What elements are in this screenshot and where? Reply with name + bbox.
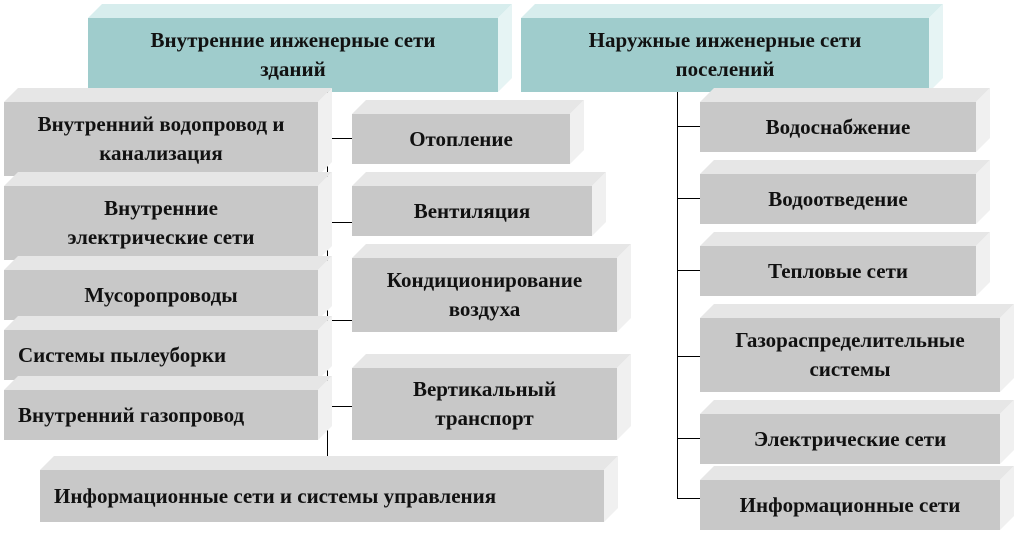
box-information-networks: Информационные сети: [700, 480, 1000, 530]
box-water-supply-label: Водоснабжение: [765, 114, 911, 139]
connector-gas: [677, 356, 700, 357]
box-electric-networks: Электрические сети: [700, 414, 1000, 464]
connector-electric: [677, 438, 700, 439]
box-dust-removal-label: Системы пылеуборки: [18, 342, 227, 367]
box-information-control-label: Информационные сети и системы управления: [54, 483, 497, 508]
box-ventilation-label: Вентиляция: [413, 198, 531, 223]
connector-heating: [327, 138, 352, 139]
connector-conditioning: [327, 320, 352, 321]
box-gas-distribution: Газораспределительные системы: [700, 318, 1000, 392]
connector-drainage: [677, 198, 700, 199]
box-information-control: Информационные сети и системы управления: [40, 470, 604, 522]
box-drainage: Водоотведение: [700, 174, 976, 224]
connector-heat: [677, 270, 700, 271]
connector-transport: [327, 406, 352, 407]
box-heat-networks-label: Тепловые сети: [767, 258, 908, 283]
box-vertical-transport-label: Вертикальный транспорт: [412, 377, 557, 430]
box-electric-networks-label: Электрические сети: [753, 426, 947, 451]
box-information-networks-label: Информационные сети: [739, 492, 961, 517]
box-garbage-chutes: Мусоропроводы: [4, 270, 318, 320]
box-heating: Отопление: [352, 114, 570, 164]
box-internal-gas-label: Внутренний газопровод: [18, 402, 245, 427]
box-dust-removal: Системы пылеуборки: [4, 330, 318, 380]
box-heating-label: Отопление: [409, 126, 513, 151]
box-internal-electric: Внутренние электрические сети: [4, 186, 318, 260]
connector-ventilation: [327, 222, 352, 223]
box-gas-distribution-label: Газораспределительные системы: [735, 328, 965, 381]
box-air-conditioning-label: Кондиционирование воздуха: [386, 268, 583, 321]
connector-water-supply: [677, 126, 700, 127]
box-ventilation: Вентиляция: [352, 186, 592, 236]
internal-networks-header-label: Внутренние инженерные сети зданий: [150, 28, 436, 81]
box-internal-gas: Внутренний газопровод: [4, 390, 318, 440]
box-drainage-label: Водоотведение: [768, 186, 908, 211]
box-vertical-transport: Вертикальный транспорт: [352, 368, 617, 440]
external-networks-header-label: Наружные инженерные сети поселений: [588, 28, 862, 81]
box-water-supply: Водоснабжение: [700, 102, 976, 152]
connector-info: [677, 498, 700, 499]
box-air-conditioning: Кондиционирование воздуха: [352, 258, 617, 332]
external-networks-header: Наружные инженерные сети поселений: [521, 18, 929, 92]
external-trunk-line: [677, 92, 678, 498]
box-heat-networks: Тепловые сети: [700, 246, 976, 296]
box-internal-electric-label: Внутренние электрические сети: [67, 196, 255, 249]
box-water-sewer-label: Внутренний водопровод и канализация: [37, 112, 285, 165]
box-water-sewer: Внутренний водопровод и канализация: [4, 102, 318, 176]
internal-networks-header: Внутренние инженерные сети зданий: [88, 18, 498, 92]
box-garbage-chutes-label: Мусоропроводы: [84, 282, 238, 307]
